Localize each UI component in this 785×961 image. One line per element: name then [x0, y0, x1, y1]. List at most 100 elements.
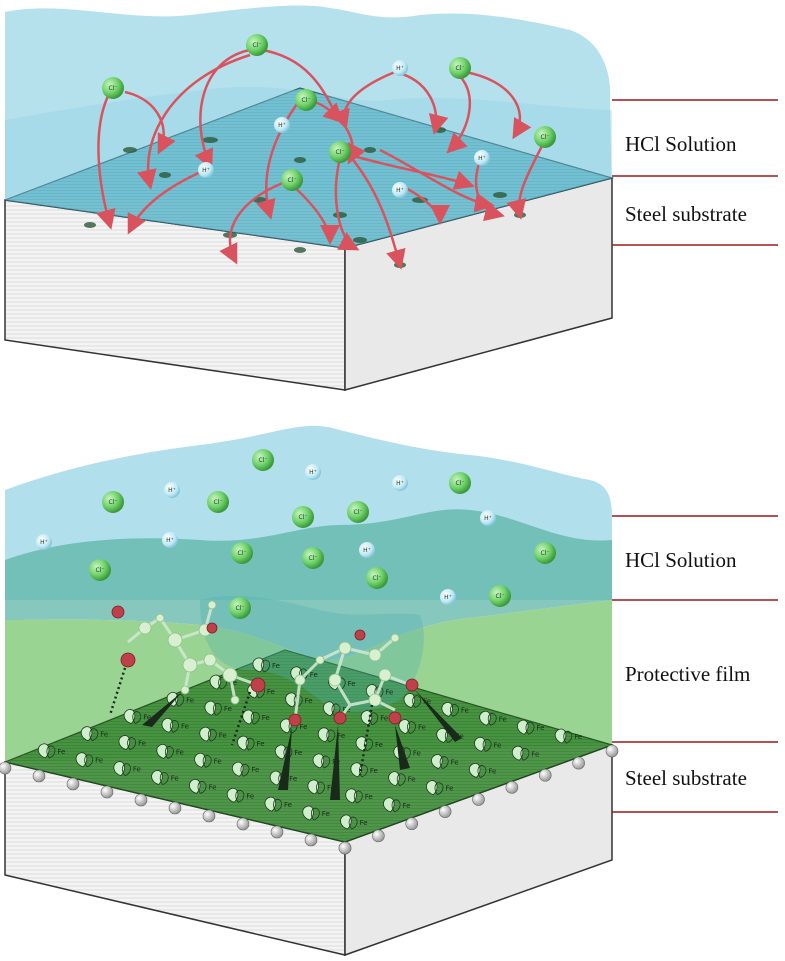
top-ions: Cl⁻ Cl⁻ Cl⁻ Cl⁻ Cl⁻ Cl⁻ Cl⁻ H⁺ H⁺ H⁺ H⁺ …: [102, 34, 556, 198]
fe-atom: Fe: [403, 693, 431, 709]
fe-atom: Fe: [474, 736, 501, 752]
fe-atom-label: Fe: [95, 757, 103, 765]
fe-atom-label: Fe: [208, 783, 216, 791]
fe-atom-label: Fe: [375, 741, 383, 749]
edge-atom: [605, 744, 619, 758]
ion-cl: Cl⁻: [366, 567, 388, 589]
svg-text:H⁺: H⁺: [396, 65, 404, 72]
fe-atom-label: Fe: [305, 697, 313, 705]
fe-atom: Fe: [242, 709, 270, 725]
ion-cl: Cl⁻: [302, 547, 324, 569]
svg-text:Cl⁻: Cl⁻: [372, 575, 381, 582]
svg-text:Cl⁻: Cl⁻: [252, 42, 261, 49]
ion-h: H⁺: [474, 150, 490, 166]
fe-atom-label: Fe: [224, 705, 232, 713]
fe-atom-label: Fe: [385, 689, 393, 697]
fe-atom: Fe: [194, 752, 222, 768]
ion-cl: Cl⁻: [449, 57, 471, 79]
edge-atom: [472, 793, 485, 806]
fe-atom-label: Fe: [408, 776, 416, 784]
fe-atom: Fe: [431, 754, 459, 770]
ion-cl: Cl⁻: [489, 585, 511, 607]
fe-atom: Fe: [232, 761, 259, 777]
label-steel-substrate-bottom: Steel substrate: [625, 766, 747, 790]
fe-atom: Fe: [302, 805, 330, 821]
ion-attack-arrows: [96, 48, 547, 270]
fe-atom-label: Fe: [322, 810, 330, 818]
fe-atom-label: Fe: [246, 792, 254, 800]
svg-text:Cl⁻: Cl⁻: [258, 457, 267, 464]
svg-text:Cl⁻: Cl⁻: [495, 593, 504, 600]
fe-atom-label: Fe: [284, 801, 292, 809]
fe-atom: Fe: [468, 763, 496, 778]
svg-text:Cl⁻: Cl⁻: [287, 177, 296, 184]
top-leader-lines: [612, 99, 778, 246]
fe-atom-label: Fe: [499, 715, 507, 723]
edge-atom: [304, 833, 318, 847]
fe-atom-label: Fe: [100, 731, 108, 739]
fe-atom: Fe: [269, 770, 297, 786]
fe-atom: Fe: [113, 761, 141, 777]
ion-cl: Cl⁻: [231, 542, 253, 564]
edge-atom: [66, 777, 80, 791]
fe-atom-label: Fe: [461, 706, 469, 714]
edge-atom: [505, 781, 519, 794]
fe-atom: Fe: [317, 727, 345, 743]
ion-cl: Cl⁻: [229, 597, 251, 619]
ion-cl: Cl⁻: [329, 141, 351, 163]
bottom-leader-lines: [612, 515, 778, 813]
svg-text:Cl⁻: Cl⁻: [455, 65, 464, 72]
fe-atom-label: Fe: [451, 759, 459, 767]
svg-text:Cl⁻: Cl⁻: [301, 97, 310, 104]
ion-cl: Cl⁻: [102, 77, 124, 99]
svg-text:H⁺: H⁺: [363, 547, 371, 554]
fe-atom: Fe: [226, 787, 254, 803]
svg-text:H⁺: H⁺: [478, 155, 486, 162]
fe-atom: Fe: [398, 719, 426, 735]
svg-text:Cl⁻: Cl⁻: [213, 499, 222, 506]
fe-atom: Fe: [123, 709, 151, 724]
inhibitor-molecule: [111, 600, 419, 727]
fe-atom-label: Fe: [181, 722, 189, 730]
fe-atom-label: Fe: [445, 785, 453, 793]
adsorption-bonds: [108, 667, 462, 800]
svg-text:Cl⁻: Cl⁻: [353, 509, 362, 516]
svg-text:Cl⁻: Cl⁻: [308, 555, 317, 562]
label-hcl-solution-top: HCl Solution: [625, 132, 737, 156]
fe-atom-label: Fe: [370, 767, 378, 775]
fe-atom: Fe: [151, 770, 179, 785]
fe-atom-label: Fe: [214, 757, 222, 765]
ion-h: H⁺: [198, 162, 214, 178]
fe-atom-label: Fe: [143, 714, 151, 722]
edge-atom: [538, 768, 552, 782]
ion-cl: Cl⁻: [252, 449, 274, 471]
fe-atom-label: Fe: [138, 740, 146, 748]
fe-atom-label: Fe: [171, 775, 179, 783]
ion-cl: Cl⁻: [449, 472, 471, 494]
ion-h: H⁺: [392, 182, 408, 198]
fe-atom: Fe: [252, 657, 280, 673]
fe-atom-label: Fe: [531, 750, 539, 758]
svg-text:Cl⁻: Cl⁻: [540, 134, 549, 141]
svg-text:H⁺: H⁺: [484, 515, 492, 522]
fe-atom-label: Fe: [262, 714, 270, 722]
ion-h: H⁺: [305, 464, 321, 480]
fe-atom-label: Fe: [536, 724, 544, 732]
fe-atom-label: Fe: [403, 802, 411, 810]
fe-atom: Fe: [441, 702, 469, 717]
top-panel: Cl⁻ Cl⁻ Cl⁻ Cl⁻ Cl⁻ Cl⁻ Cl⁻ H⁺ H⁺ H⁺ H⁺ …: [4, 5, 778, 391]
ion-cl: Cl⁻: [281, 169, 303, 191]
fe-atom-label: Fe: [251, 766, 259, 774]
edge-atom: [32, 769, 46, 783]
ion-cl: Cl⁻: [292, 506, 314, 528]
edge-atom: [438, 805, 452, 818]
svg-text:H⁺: H⁺: [168, 487, 176, 494]
fe-atom-label: Fe: [267, 688, 275, 696]
ion-cl: Cl⁻: [534, 542, 556, 564]
fe-atom-label: Fe: [365, 793, 373, 801]
fe-atom: Fe: [264, 796, 292, 812]
fe-atom-label: Fe: [348, 680, 356, 688]
fe-atom: Fe: [345, 788, 373, 804]
svg-text:H⁺: H⁺: [309, 469, 317, 476]
ion-h: H⁺: [440, 589, 456, 605]
